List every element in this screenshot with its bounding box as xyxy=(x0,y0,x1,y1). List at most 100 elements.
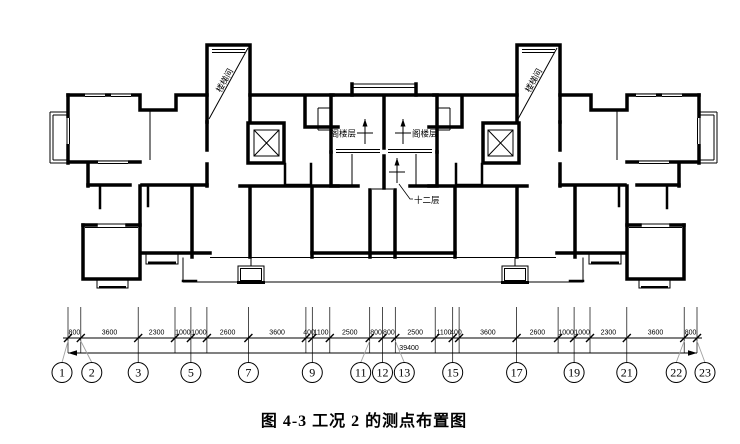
stair-run-line xyxy=(208,47,558,120)
wall xyxy=(248,93,340,129)
balcony-outline xyxy=(49,111,68,164)
axis-number: 3 xyxy=(135,366,141,380)
dimension-value: 1000 xyxy=(574,330,590,337)
wall xyxy=(310,188,457,259)
dimension-tick xyxy=(133,333,143,343)
window-lines xyxy=(336,149,432,153)
dimension-tick xyxy=(243,333,253,343)
dimension-tick xyxy=(76,333,86,343)
dimension-tick xyxy=(390,333,400,343)
axis-bubble xyxy=(506,362,528,383)
bay-stub xyxy=(350,82,418,97)
stairwell-label: 楼梯间 xyxy=(214,67,235,94)
dimension-value: 400 xyxy=(303,330,315,337)
wall xyxy=(66,93,142,188)
axis-number: 1 xyxy=(59,366,65,380)
axis-number: 17 xyxy=(511,366,523,380)
dimension-value: 2300 xyxy=(149,330,165,337)
overall-dimension-value: 39400 xyxy=(399,345,419,352)
axis-bubble xyxy=(180,362,202,383)
axis-bubble xyxy=(694,362,716,383)
bay-sill xyxy=(99,261,176,288)
dimension-value: 800 xyxy=(383,330,395,337)
axis-bubble xyxy=(51,362,73,383)
bubble-leader xyxy=(61,340,69,363)
dimension-tick xyxy=(365,333,375,343)
dimension-tick xyxy=(679,333,689,343)
axis-bubble xyxy=(81,362,103,383)
bubble-leader xyxy=(394,340,405,363)
axis-bubble xyxy=(393,362,415,383)
dimension-value: 3600 xyxy=(102,330,118,337)
dimension-value: 800 xyxy=(370,330,382,337)
dimension-tick xyxy=(202,333,212,343)
axis-number: 12 xyxy=(377,366,389,380)
axis-bubble xyxy=(372,362,393,383)
axis-bubble xyxy=(350,362,372,383)
dimension-value: 1000 xyxy=(191,330,207,337)
dimension-tick xyxy=(301,333,311,343)
dimension-tick xyxy=(448,333,458,343)
axis-number: 2 xyxy=(89,366,95,380)
wall-stub xyxy=(98,183,150,210)
windows xyxy=(66,93,131,165)
bubble-leader xyxy=(675,340,685,363)
dimension-tick xyxy=(585,333,595,343)
dimension-value: 1100 xyxy=(436,330,451,337)
axis-number: 22 xyxy=(670,366,682,380)
axis-number: 9 xyxy=(309,366,315,380)
planter-box-inner xyxy=(240,268,262,281)
elevator-cab xyxy=(253,129,280,157)
wall xyxy=(66,93,209,112)
dimension-tick xyxy=(307,333,317,343)
floor-plan xyxy=(49,43,719,290)
stair-shaft-walls xyxy=(205,43,252,124)
axis-number: 19 xyxy=(568,366,580,380)
attic-floor-label: 阁楼层 xyxy=(412,129,438,139)
dimension-value: 3600 xyxy=(269,330,285,337)
dimension-value: 3600 xyxy=(480,330,496,337)
axis-bubble xyxy=(127,362,149,383)
dimension-tick xyxy=(553,333,563,343)
axis-number: 5 xyxy=(188,366,194,380)
dimension-value: 3600 xyxy=(648,330,664,337)
measure-point-icon xyxy=(388,157,406,184)
axis-number: 21 xyxy=(621,366,633,380)
axis-bubble xyxy=(442,362,464,383)
bubble-leader xyxy=(360,340,371,363)
elevator-x xyxy=(253,129,280,157)
arrowhead-icon xyxy=(68,350,77,356)
bay-window xyxy=(145,252,179,265)
dimension-tick xyxy=(378,333,387,343)
dimension-tick xyxy=(170,333,180,343)
jog xyxy=(317,107,451,131)
center-section xyxy=(310,82,457,259)
wall xyxy=(190,184,340,259)
dimension-tick xyxy=(430,333,440,343)
axis-bubble xyxy=(301,362,323,383)
axis-number: 13 xyxy=(398,366,410,380)
dimension-value: 2500 xyxy=(407,330,423,337)
bubble-leader xyxy=(80,340,93,363)
wall xyxy=(329,93,439,190)
planter-box-inner xyxy=(504,268,526,281)
stairwell-label: 楼梯间 xyxy=(523,67,544,94)
window-lines xyxy=(85,223,138,228)
building-wing xyxy=(49,43,340,289)
measure-point-icon xyxy=(356,118,374,145)
bubble-leader xyxy=(696,340,706,363)
dimension-tick xyxy=(569,333,579,343)
leader-line xyxy=(398,183,413,200)
dimension-value: 1000 xyxy=(175,330,191,337)
terrace xyxy=(181,257,585,284)
dimension-tick xyxy=(454,333,464,343)
dimension-tick xyxy=(622,333,632,343)
dimension-value: 2600 xyxy=(220,330,236,337)
dimension-value: 800 xyxy=(685,330,697,337)
attic-floor-label: 阁楼层 xyxy=(330,129,356,139)
axis-bubble xyxy=(665,362,687,383)
dimension-value: 2500 xyxy=(342,330,358,337)
axis-bubble xyxy=(237,362,259,383)
window-lines xyxy=(212,49,245,53)
